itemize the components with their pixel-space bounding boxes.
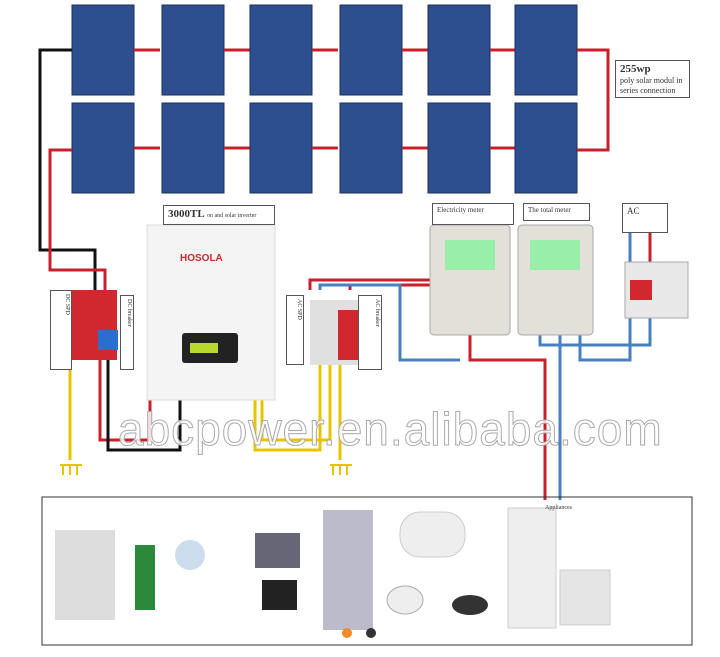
meter2-label: The total meter xyxy=(523,203,590,221)
solar-panel xyxy=(249,102,313,194)
inverter-brand: HOSOLA xyxy=(180,253,223,264)
ground-icon xyxy=(60,464,352,475)
inverter-model: 3000TL xyxy=(168,208,205,220)
panel-note-title: 255wp xyxy=(620,63,651,75)
watermark: abcpower.en.alibaba.com xyxy=(118,403,663,455)
solar-panel xyxy=(161,4,225,96)
solar-panel-array xyxy=(71,4,578,194)
solar-panel xyxy=(514,102,578,194)
panel-note-desc: poly solar modul in series connection xyxy=(620,76,683,95)
solar-panel xyxy=(427,102,491,194)
ac-spd-label: AC SPD xyxy=(286,295,304,365)
ac-breaker-label: AC breaker xyxy=(358,295,382,370)
appliances-label: Appliances xyxy=(545,505,572,511)
solar-panel xyxy=(427,4,491,96)
appliances-box xyxy=(41,496,693,646)
appliances xyxy=(55,507,611,630)
solar-panel xyxy=(339,4,403,96)
inverter-desc: on and solar inverter xyxy=(206,213,257,219)
dc-breaker-label: DC breaker xyxy=(120,295,134,370)
solar-panel xyxy=(71,102,135,194)
solar-panel xyxy=(249,4,313,96)
meter1-label: Electricity meter xyxy=(432,203,514,225)
carousel-dot[interactable] xyxy=(366,628,376,638)
solar-panel xyxy=(161,102,225,194)
inverter xyxy=(146,224,276,401)
solar-panel xyxy=(339,102,403,194)
ac-label: AC xyxy=(622,203,668,233)
carousel-dot-active[interactable] xyxy=(342,628,352,638)
dc-spd-label: DC SPD xyxy=(50,290,72,370)
inverter-label: 3000TL on and solar inverter xyxy=(163,205,275,225)
solar-panel xyxy=(71,4,135,96)
solar-panel xyxy=(514,4,578,96)
